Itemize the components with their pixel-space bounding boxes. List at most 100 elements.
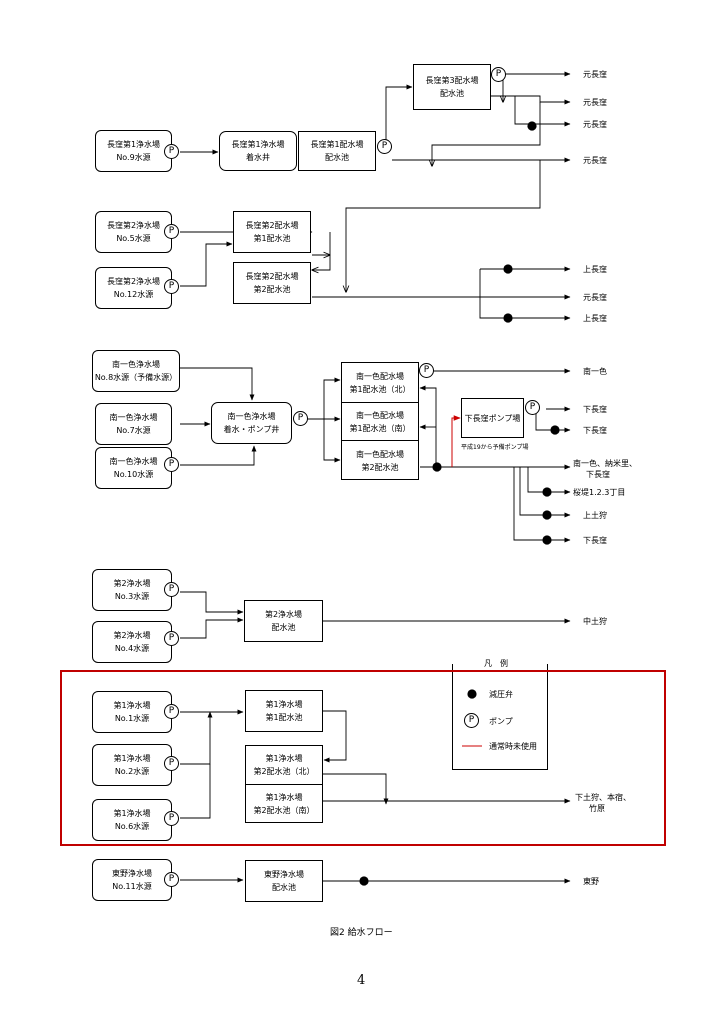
legend-pump-icon: P [464, 713, 479, 728]
source-sub: No.8水源（予備水源） [94, 373, 178, 382]
source-minami-no8: 南一色浄水場 No.8水源（予備水源） [92, 350, 180, 392]
facility-name: 東野浄水場 [264, 870, 304, 879]
flow-line [419, 385, 437, 464]
source-sub: No.3水源 [114, 592, 150, 601]
destination-label: 下長窪 [583, 426, 607, 435]
facility-sub: 第1配水池 [265, 713, 303, 722]
source-sub: No.6水源 [114, 822, 150, 831]
pressure-valve-icon [542, 535, 552, 545]
facility-sub: 着水井 [246, 153, 270, 162]
facility-name: 南一色配水場 [356, 449, 404, 459]
facility-minami-reservoirs: 南一色配水場 第1配水池（北） 南一色配水場 第1配水池（南） 南一色配水場 第… [341, 362, 419, 480]
facility-nagakubo3-reservoir: 長窪第3配水場 配水池 [413, 64, 491, 110]
source-dai2-no4: 第2浄水場 No.4水源 [92, 621, 172, 663]
flow-line [491, 95, 571, 105]
pump-icon: P [164, 872, 179, 887]
facility-minami-res2: 南一色配水場 第2配水池 [342, 440, 418, 480]
facility-dai2-reservoir: 第2浄水場 配水池 [244, 600, 323, 642]
source-name: 長窪第2浄水場 [106, 277, 161, 286]
pressure-valve-icon [503, 313, 513, 323]
facility-sub: 第2配水池（北） [253, 767, 315, 776]
page-number: 4 [357, 973, 366, 988]
flow-line [527, 467, 571, 495]
facility-name: 長窪第2配水場 [245, 221, 299, 230]
source-sub: No.4水源 [114, 644, 150, 653]
destination-label: 下長窪 [583, 536, 607, 545]
source-sub: No.5水源 [116, 234, 151, 243]
destination-label: 下長窪 [586, 470, 610, 479]
facility-nagakubo2-res1: 長窪第2配水場 第1配水池 [233, 211, 311, 253]
flow-line [180, 617, 244, 639]
flow-line [180, 445, 257, 466]
facility-sub: 第2配水池 [253, 285, 291, 294]
source-sub: No.2水源 [114, 767, 150, 776]
legend-label: 通常時未使用 [489, 742, 537, 751]
flow-line [180, 241, 233, 287]
pump-icon: P [164, 631, 179, 646]
destination-label: 下土狩、本宿、 [575, 793, 631, 802]
pump-icon: P [164, 144, 179, 159]
facility-dai1-res1: 第1浄水場 第1配水池 [245, 690, 323, 732]
destination-label: 元長窪 [583, 120, 607, 129]
pump-icon: P [164, 279, 179, 294]
source-name: 第2浄水場 [113, 631, 151, 640]
facility-sub: 第2配水池（南） [253, 806, 315, 815]
source-sub: No.1水源 [114, 714, 150, 723]
facility-sub: 配水池 [271, 623, 296, 632]
facility-higashino-reservoir: 東野浄水場 配水池 [245, 860, 323, 902]
flow-line [323, 773, 389, 805]
pump-icon: P [164, 811, 179, 826]
source-sub: No.10水源 [113, 470, 154, 479]
facility-sub: 配水池 [325, 153, 349, 162]
source-nagakubo2-no5: 長窪第2浄水場 No.5水源 [95, 211, 172, 253]
pressure-valve-icon [550, 425, 560, 435]
facility-nagakubo1-well: 長窪第1浄水場 着水井 [219, 131, 297, 171]
facility-nagakubo2-res2: 長窪第2配水場 第2配水池 [233, 262, 311, 304]
flow-line [180, 764, 211, 819]
facility-sub: 第1配水池（南） [349, 424, 411, 433]
facility-minami-res1n: 南一色配水場 第1配水池（北） [342, 363, 418, 402]
pump-icon: P [164, 224, 179, 239]
pump-icon: P [293, 411, 308, 426]
flow-line [479, 269, 571, 321]
destination-label: 桜堤1.2.3丁目 [573, 488, 626, 497]
source-name: 東野浄水場 [112, 869, 152, 878]
facility-name: 長窪第2配水場 [245, 272, 299, 281]
legend-title: 凡例 [470, 658, 530, 669]
legend-label: ポンプ [489, 717, 513, 726]
facility-sub: 着水・ポンプ井 [223, 425, 280, 434]
source-dai1-no6: 第1浄水場 No.6水源 [92, 799, 172, 841]
facility-nagakubo1-reservoir: 長窪第1配水場 配水池 [298, 131, 376, 171]
pressure-valve-icon [542, 510, 552, 520]
pump-icon: P [525, 400, 540, 415]
facility-name: 長窪第1浄水場 [231, 140, 285, 149]
facility-name: 南一色浄水場 [227, 412, 276, 421]
pump-icon: P [164, 704, 179, 719]
facility-minami-well: 南一色浄水場 着水・ポンプ井 [211, 402, 292, 444]
source-nagakubo2-no12: 長窪第2浄水場 No.12水源 [95, 267, 172, 309]
destination-label: 元長窪 [583, 156, 607, 165]
facility-name: 下長窪ポンプ場 [464, 413, 521, 423]
source-minami-no10: 南一色浄水場 No.10水源 [95, 447, 172, 489]
facility-name: 南一色配水場 [356, 371, 404, 381]
legend-box [452, 664, 548, 770]
destination-label: 上長窪 [583, 314, 607, 323]
destination-label: 上土狩 [583, 511, 607, 520]
source-sub: No.11水源 [112, 882, 152, 891]
facility-minami-res1s: 南一色配水場 第1配水池（南） [342, 402, 418, 441]
destination-label: 東野 [583, 877, 599, 886]
destination-label: 元長窪 [583, 70, 607, 79]
pump-icon: P [164, 756, 179, 771]
flow-line [323, 419, 341, 463]
flow-line [180, 591, 244, 615]
pump-icon: P [419, 363, 434, 378]
facility-name: 第1浄水場 [265, 754, 303, 763]
destination-label: 南一色、納米里、 [573, 459, 637, 468]
unused-line [451, 415, 461, 467]
facility-dai1-res2: 第1浄水場 第2配水池（北） 第1浄水場 第2配水池（南） [245, 745, 323, 823]
pressure-valve-icon [503, 264, 513, 274]
source-name: 第1浄水場 [113, 754, 151, 763]
pressure-valve-icon [359, 876, 369, 886]
pressure-valve-icon [432, 462, 442, 472]
facility-dai1-res2s: 第1浄水場 第2配水池（南） [246, 784, 322, 823]
